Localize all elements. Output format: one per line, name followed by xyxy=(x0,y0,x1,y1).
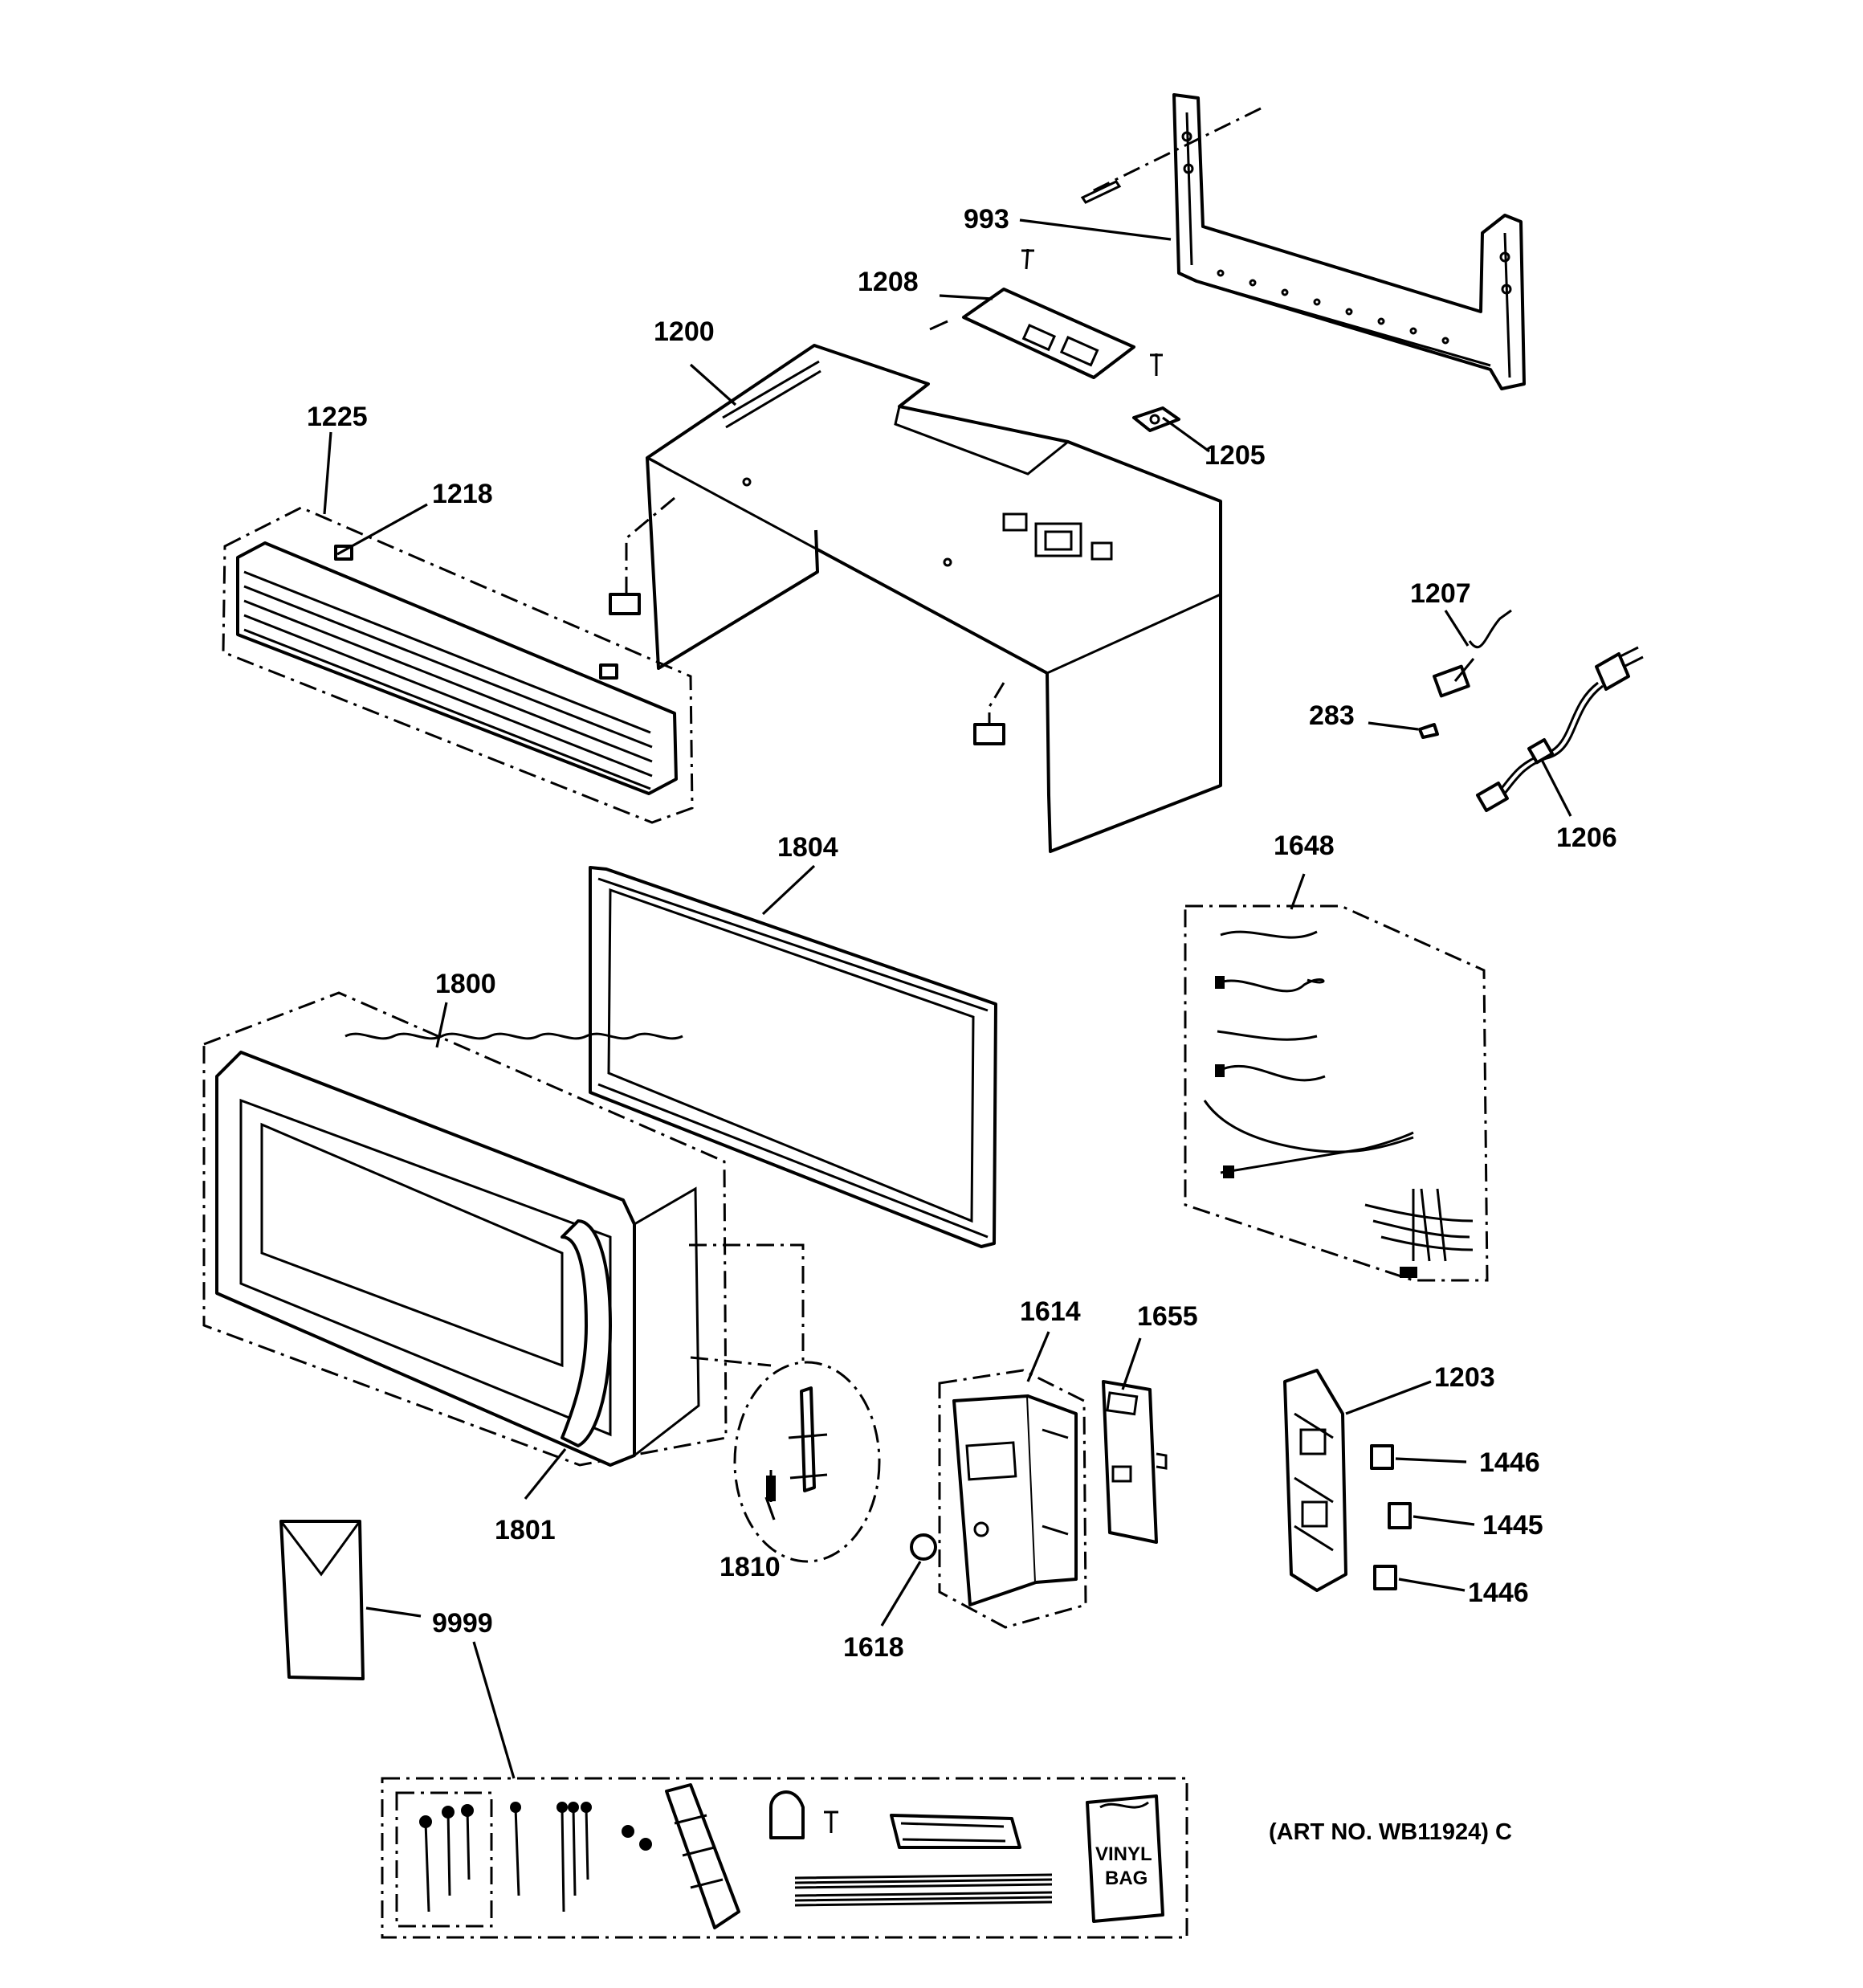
callout-1207: 1207 xyxy=(1410,578,1471,609)
part-1446-switch-bottom xyxy=(1373,1565,1397,1590)
callout-1446-bottom: 1446 xyxy=(1468,1578,1529,1608)
callout-1218: 1218 xyxy=(432,479,493,509)
part-1804-door-frame xyxy=(589,866,997,1248)
callout-993: 993 xyxy=(964,204,1009,235)
leader-lines xyxy=(323,218,1572,1779)
callout-1810: 1810 xyxy=(720,1552,781,1582)
part-1207-lamp-socket xyxy=(1433,609,1512,698)
callout-1618: 1618 xyxy=(843,1632,904,1663)
part-1206-power-cord xyxy=(1475,646,1644,813)
part-1618-knob xyxy=(910,1533,937,1561)
callout-1206: 1206 xyxy=(1556,823,1617,853)
part-1655-circuit-board xyxy=(1102,1380,1168,1544)
callout-1655: 1655 xyxy=(1137,1301,1198,1332)
callout-1445: 1445 xyxy=(1482,1510,1543,1541)
callout-1200: 1200 xyxy=(654,316,715,347)
part-1205-clip xyxy=(1132,406,1180,432)
part-1200-outer-case xyxy=(609,344,1222,853)
part-9999-literature-envelope xyxy=(279,1520,365,1680)
part-1225-vent-grille xyxy=(222,506,694,824)
callout-1208: 1208 xyxy=(858,267,919,297)
part-283-lamp xyxy=(1418,723,1439,739)
vinyl-bag-label-line1: VINYL xyxy=(1095,1843,1152,1865)
callout-labels: 993 1208 1200 1225 1218 1205 1207 283 12… xyxy=(307,204,1617,1663)
part-1446-switch-top xyxy=(1370,1444,1394,1470)
callout-1614: 1614 xyxy=(1020,1296,1081,1327)
part-1445-switch-middle xyxy=(1388,1502,1412,1529)
callout-1804: 1804 xyxy=(777,832,838,863)
callout-1446-top: 1446 xyxy=(1479,1447,1540,1478)
part-1614-control-housing xyxy=(938,1369,1087,1629)
part-1800-door-assembly xyxy=(202,991,728,1467)
part-993-mounting-plate xyxy=(1080,93,1526,390)
part-1203-latch-bracket xyxy=(1283,1369,1347,1592)
callout-1801: 1801 xyxy=(495,1515,556,1545)
part-1648-wire-harness-set xyxy=(1184,904,1489,1282)
callout-1800: 1800 xyxy=(435,969,496,999)
callout-1203: 1203 xyxy=(1434,1362,1495,1393)
callout-1225: 1225 xyxy=(307,402,368,432)
vinyl-bag-label-line2: BAG xyxy=(1105,1868,1148,1889)
callout-283: 283 xyxy=(1309,700,1355,731)
callout-1205: 1205 xyxy=(1205,440,1266,471)
part-1208-cover-plate xyxy=(929,248,1163,379)
part-1810-hinge-detail xyxy=(689,1243,881,1563)
art-number: (ART NO. WB11924) C xyxy=(1269,1819,1512,1845)
callout-9999: 9999 xyxy=(432,1608,493,1639)
part-vinyl-bag: VINYL BAG xyxy=(1086,1794,1164,1923)
part-hardware-kit xyxy=(381,1777,1188,1939)
callout-1648: 1648 xyxy=(1274,831,1335,861)
